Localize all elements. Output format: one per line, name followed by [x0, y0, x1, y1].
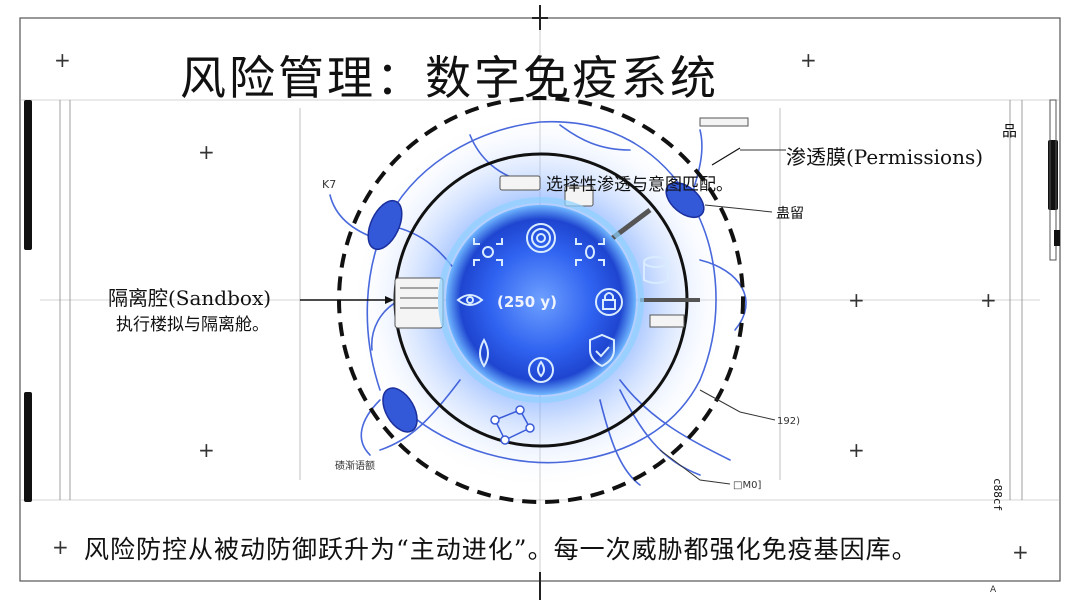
retain-label: 蛊留 [776, 203, 804, 223]
bottom-caption: 风险防控从被动防御跃升为“主动进化”。每一次威胁都强化免疫基因库。 [84, 530, 918, 566]
sandbox-label: 隔离腔(Sandbox) [108, 282, 271, 311]
crosshair-mark: + [198, 142, 215, 162]
crosshair-mark: + [848, 440, 865, 460]
corner-a-label: A [990, 585, 996, 595]
crosshair-mark: + [980, 290, 997, 310]
selective-permeation-label: 选择性渗透与意图匹配。 [546, 170, 733, 195]
n192-label: 192) [777, 416, 800, 427]
crosshair-mark: + [54, 50, 71, 70]
k7-label: K7 [322, 178, 336, 191]
page-title: 风险管理：数字免疫系统 [180, 42, 719, 108]
m0-label: □M0] [733, 480, 761, 491]
pin-label: 品 [1002, 120, 1017, 141]
sandbox-description: 执行楼拟与隔离舱。 [116, 310, 269, 335]
gradual-label: 碛渐语额 [335, 457, 375, 472]
crosshair-mark: + [198, 440, 215, 460]
crosshair-mark: + [800, 50, 817, 70]
permissions-label: 渗透膜(Permissions) [786, 141, 983, 170]
crosshair-mark: + [52, 537, 69, 557]
code-label: c88cf [991, 478, 1004, 511]
crosshair-mark: + [848, 290, 865, 310]
crosshair-mark: + [1012, 542, 1029, 562]
core-center-label: (250 y) [497, 293, 557, 311]
